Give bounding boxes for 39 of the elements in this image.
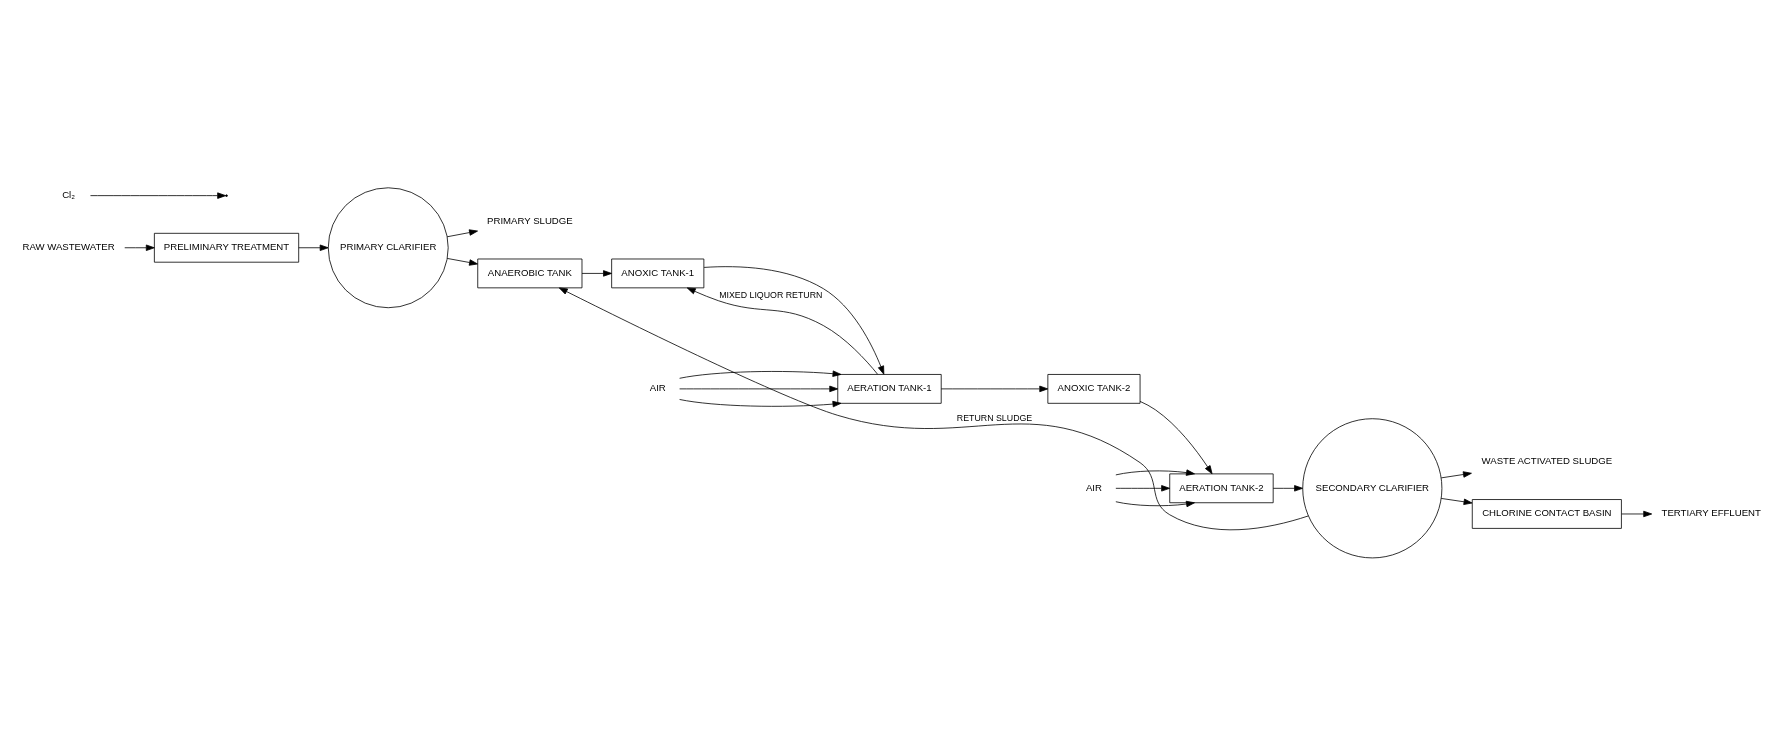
node-text: RAW WASTEWATER [22,241,115,253]
arrow [1440,471,1472,479]
arrow [298,244,329,251]
arrow [1621,510,1653,518]
arrow [1440,498,1473,505]
node-box: AERATION TANK-2 [1169,473,1274,504]
node-box: ANAEROBIC TANK [477,258,583,289]
node-text: WASTE ACTIVATED SLUDGE [1481,455,1613,467]
arrow [446,229,478,238]
arrow [581,270,612,277]
node-circle: PRIMARY CLARIFIER [327,187,449,309]
edge-label: RETURN SLUDGE [956,412,1033,423]
arrow [1115,469,1195,476]
arrow [124,244,155,251]
arrow [446,258,478,266]
arrow [90,192,227,199]
node-text: AIR [1085,481,1102,493]
edge-label: MIXED LIQUOR RETURN [719,290,823,301]
node-box: CHLORINE CONTACT BASIN [1471,499,1622,529]
node-box: PRELIMINARY TREATMENT [153,232,300,263]
node-text: AIR [649,382,666,394]
arrow [679,385,839,393]
arrow [558,287,1309,531]
arrow [1272,485,1303,492]
arrow [686,287,878,375]
node-circle: SECONDARY CLARIFIER [1302,418,1443,559]
node-box: ANOXIC TANK-2 [1047,374,1141,404]
arrow [703,266,885,375]
node-box: AERATION TANK-1 [837,374,942,404]
node-text: TERTIARY EFFLUENT [1661,507,1761,519]
arrow [679,399,842,408]
node-text: Cl₂ [62,189,75,201]
node-box: ANOXIC TANK-1 [611,258,705,289]
arrow [1115,485,1170,492]
arrow [679,370,842,379]
arrow [940,385,1049,393]
arrow [1139,401,1213,475]
node-text: PRIMARY SLUDGE [487,214,573,226]
arrow [1115,500,1195,508]
